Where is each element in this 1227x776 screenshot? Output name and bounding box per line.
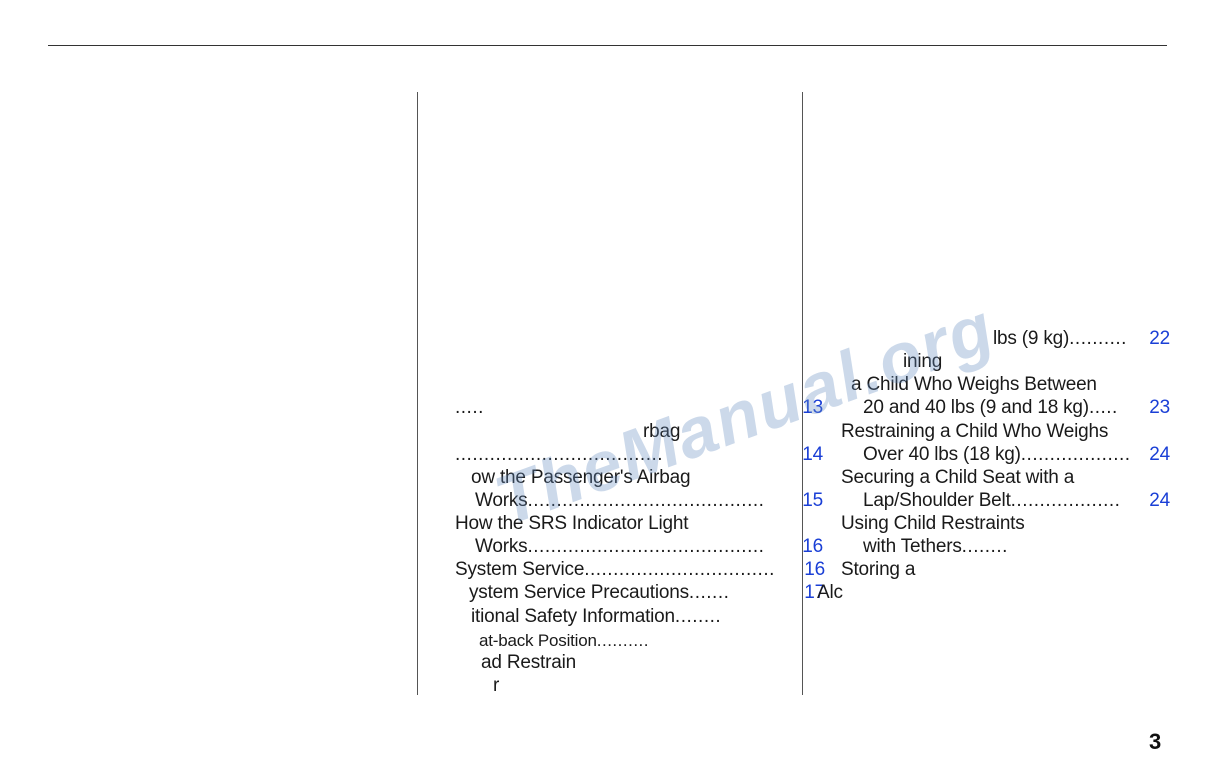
- toc-entry: ining: [903, 350, 942, 373]
- toc-entry-leader: ........................................…: [527, 536, 765, 557]
- toc-entry-page-link[interactable]: 14: [802, 444, 823, 465]
- toc-entry-page-link[interactable]: 23: [1149, 397, 1170, 418]
- toc-entry-page-link[interactable]: 13: [802, 397, 823, 418]
- toc-entry-title: at-back Position: [479, 631, 597, 650]
- toc-entry-title: Works: [475, 536, 528, 557]
- toc-entry[interactable]: System Service..........................…: [455, 558, 825, 581]
- toc-entry[interactable]: Lap/Shoulder Belt................... 24: [863, 489, 1170, 512]
- header-rule: [48, 45, 1167, 46]
- toc-entry-leader: ..........: [1069, 328, 1127, 349]
- toc-entry-title: Over 40 lbs (18 kg): [863, 444, 1021, 465]
- toc-entry-page-link[interactable]: 17: [804, 582, 825, 603]
- toc-entry: at-back Position..........: [479, 629, 677, 652]
- toc-entry[interactable]: 20 and 40 lbs (9 and 18 kg)..... 23: [863, 396, 1170, 419]
- toc-entry-leader: ..........: [596, 631, 649, 650]
- toc-entry: ow the Passenger's Airbag: [471, 466, 691, 489]
- toc-entry: Restraining a Child Who Weighs: [841, 420, 1108, 443]
- toc-entry-title: r: [493, 675, 500, 696]
- toc-entry-title: ining: [903, 351, 943, 372]
- toc-entry-leader: ........: [674, 606, 722, 627]
- toc-entry-title: Using Child Restraints: [841, 513, 1025, 534]
- toc-entry-title: rbag: [643, 421, 681, 442]
- toc-entry-page-link[interactable]: 15: [802, 490, 823, 511]
- toc-middle-column: ..... 13 rbag.............................…: [455, 0, 825, 700]
- toc-entry[interactable]: .................................... 14: [455, 443, 823, 466]
- toc-entry-leader: ........................................…: [527, 490, 765, 511]
- toc-entry: rbag: [643, 420, 680, 443]
- toc-entry[interactable]: Over 40 lbs (18 kg)................... 24: [863, 443, 1170, 466]
- toc-entry: How the SRS Indicator Light: [455, 512, 688, 535]
- toc-entry: itional Safety Information........: [471, 605, 757, 628]
- toc-entry-title: Restraining a Child Who Weighs: [841, 421, 1109, 442]
- toc-entry-title: ow the Passenger's Airbag: [471, 467, 691, 488]
- toc-entry[interactable]: ..... 13: [455, 396, 823, 419]
- toc-entry: Alc: [817, 581, 843, 604]
- toc-entry-title: Storing a: [841, 559, 916, 580]
- toc-entry-title: itional Safety Information: [471, 606, 675, 627]
- toc-entry-title: Alc: [817, 582, 843, 603]
- toc-entry-leader: .........: [961, 536, 1009, 557]
- toc-entry-leader: ...................: [1020, 444, 1131, 465]
- toc-entry[interactable]: ystem Service Precautions....... 17: [469, 581, 825, 604]
- toc-entry-title: a Child Who Weighs Between: [851, 374, 1097, 395]
- toc-entry-title: System Service: [455, 559, 585, 580]
- toc-entry: r: [493, 674, 499, 697]
- toc-entry-title: ystem Service Precautions: [469, 582, 689, 603]
- toc-entry-leader: .......: [688, 582, 730, 603]
- toc-entry-page-link[interactable]: 22: [1149, 328, 1170, 349]
- toc-entry[interactable]: Works...................................…: [475, 535, 823, 558]
- toc-entry: Using Child Restraints: [841, 512, 1025, 535]
- toc-entry: a Child Who Weighs Between: [851, 373, 1097, 396]
- toc-entry-title: Securing a Child Seat with a: [841, 467, 1075, 488]
- toc-entry: Securing a Child Seat with a: [841, 466, 1074, 489]
- toc-entry-title: lbs (9 kg): [993, 328, 1070, 349]
- toc-entry-title: ad Restrain: [481, 652, 576, 673]
- column-divider-right: [802, 92, 803, 695]
- toc-entry-page-link[interactable]: 24: [1149, 444, 1170, 465]
- toc-entry-title: Works: [475, 490, 528, 511]
- toc-entry: Storing a: [841, 558, 915, 581]
- toc-entry: with Tethers.........: [863, 535, 1009, 558]
- toc-entry[interactable]: lbs (9 kg).......... 22: [993, 327, 1170, 350]
- toc-entry-title: How the SRS Indicator Light: [455, 513, 689, 534]
- toc-entry-page-link[interactable]: 16: [802, 536, 823, 557]
- toc-entry-page-link[interactable]: 24: [1149, 490, 1170, 511]
- toc-entry-title: Lap/Shoulder Belt: [863, 490, 1011, 511]
- toc-entry-title: 20 and 40 lbs (9 and 18 kg): [863, 397, 1089, 418]
- toc-entry-leader: .....: [455, 397, 484, 418]
- toc-entry-page-link[interactable]: 16: [804, 559, 825, 580]
- toc-entry-leader: ....................................: [455, 444, 664, 465]
- toc-entry: ad Restrain: [481, 651, 576, 674]
- toc-entry[interactable]: Works...................................…: [475, 489, 823, 512]
- toc-entry-title: with Tethers: [863, 536, 962, 557]
- toc-entry-leader: ...................: [1010, 490, 1121, 511]
- toc-entry-leader: .....: [1088, 397, 1118, 418]
- toc-entry-leader: .................................: [584, 559, 775, 580]
- column-divider-left: [417, 92, 418, 695]
- page-number: 3: [1149, 729, 1162, 754]
